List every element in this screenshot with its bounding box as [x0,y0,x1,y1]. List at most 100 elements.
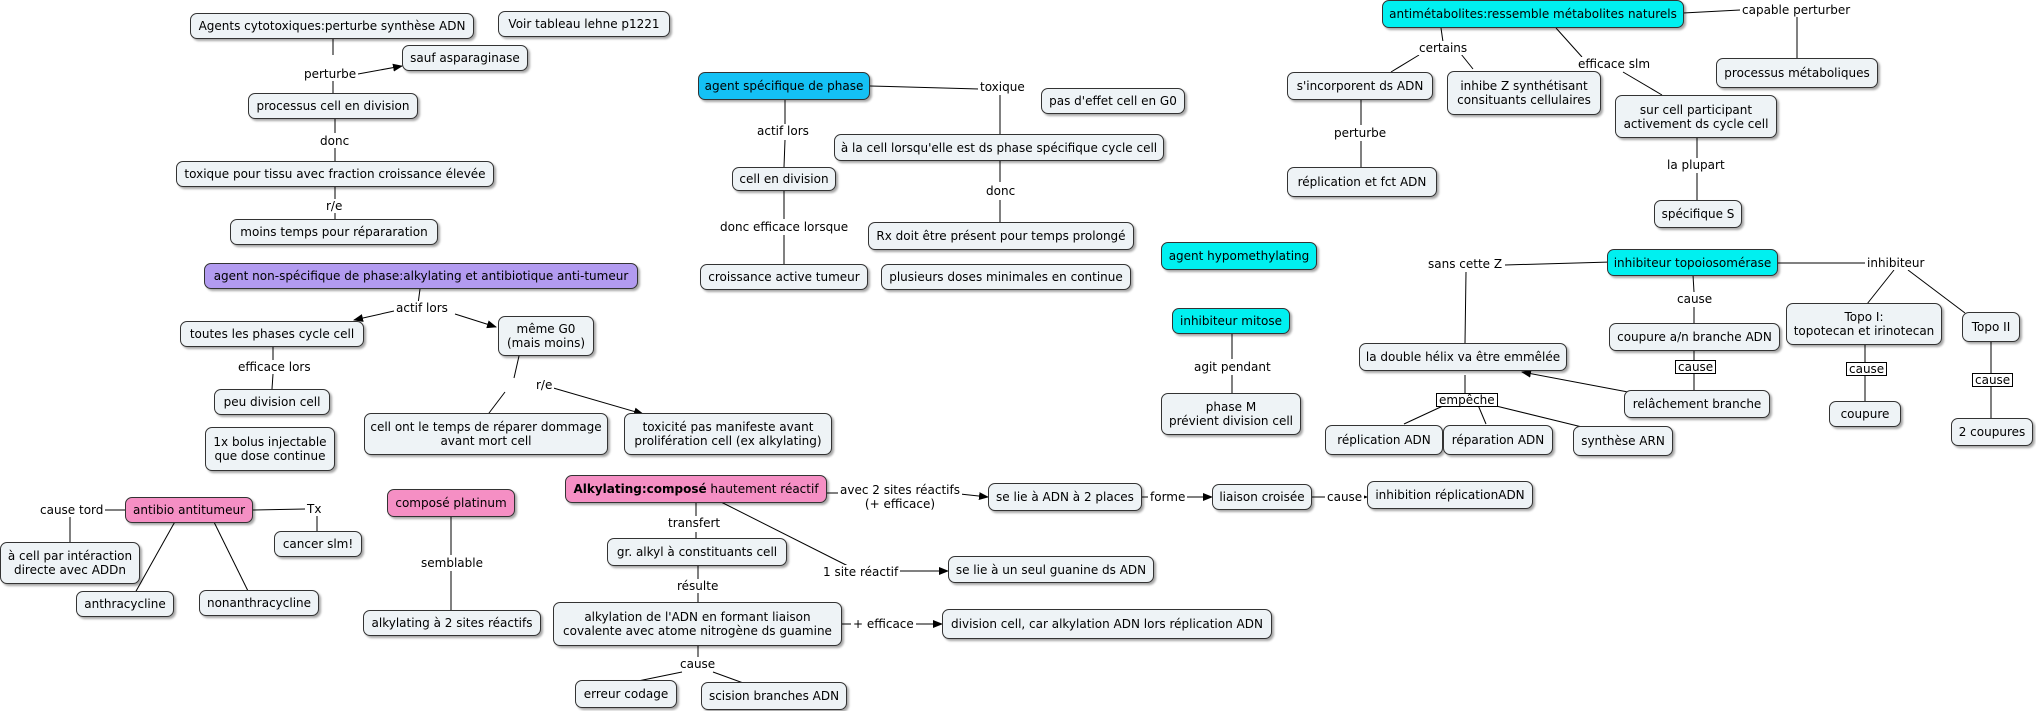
node-alkylating[interactable]: Alkylating:composé hautement réactif [565,475,827,503]
node-coupure[interactable]: coupure [1829,401,1901,427]
link-label-avec-2-sites: avec 2 sites réactifs (+ efficace) [838,483,962,511]
node-coupure-an[interactable]: coupure a/n branche ADN [1609,323,1780,351]
node-plusieurs-doses[interactable]: plusieurs doses minimales en continue [881,264,1131,290]
link-label-empeche: empêche [1436,393,1498,407]
node-antibio[interactable]: antibio antitumeur [125,497,253,523]
node-reparation-adn[interactable]: réparation ADN [1443,425,1553,455]
link-line [252,508,306,511]
node-toutes-phases[interactable]: toutes les phases cycle cell [180,321,364,347]
node-gr-alkyl[interactable]: gr. alkyl à constituants cell [607,538,787,566]
node-synthese-arn[interactable]: synthèse ARN [1573,426,1673,456]
node-peu-division[interactable]: peu division cell [214,389,330,415]
node-cancer-slm[interactable]: cancer slm! [274,531,362,557]
link-label-certains: certains [1417,41,1470,55]
node-antimetabolites[interactable]: antimétabolites:ressemble métabolites na… [1382,0,1684,28]
link-label-cause: cause [1675,292,1715,306]
node-topo-ii[interactable]: Topo II [1962,312,2020,342]
link-label-efficace-lors: efficace lors [236,360,313,374]
link-label-capable-perturber: capable perturber [1740,3,1853,17]
link-line [1521,369,1629,393]
link-label-agit-pendant: agit pendant [1192,360,1273,374]
node-moins-temps[interactable]: moins temps pour répararation [230,219,438,245]
node-sauf-asparaginase[interactable]: sauf asparaginase [402,45,528,71]
node-specifique-s[interactable]: spécifique S [1654,200,1742,228]
node-phase-m[interactable]: phase M prévient division cell [1161,393,1301,435]
node-agents-cytotoxiques[interactable]: Agents cytotoxiques:perturbe synthèse AD… [190,13,474,39]
node-agent-non-specifique[interactable]: agent non-spécifique de phase:alkylating… [204,263,638,289]
link-line [637,671,683,682]
node-agent-specifique[interactable]: agent spécifique de phase [698,72,870,100]
node-croissance-active[interactable]: croissance active tumeur [700,264,868,290]
node-inhibiteur-mitose[interactable]: inhibiteur mitose [1172,308,1290,334]
node-compose-platinum[interactable]: composé platinum [387,489,515,517]
node-agent-hypomethylating[interactable]: agent hypomethylating [1161,242,1317,270]
link-line [1504,261,1612,266]
link-label-efficace-slm: efficace slm [1576,57,1653,71]
node-alkylation-adn[interactable]: alkylation de l'ADN en formant liaison c… [553,602,842,646]
link-label-cause: cause [1675,360,1717,374]
node-inhibition-replication[interactable]: inhibition réplicationADN [1367,481,1533,509]
link-line [783,139,786,168]
link-line [1477,404,1487,425]
node-sur-cell-participant[interactable]: sur cell participant activement ds cycle… [1615,95,1777,138]
link-line [1403,404,1446,425]
link-line [959,492,989,501]
node-division-cell-alkylation[interactable]: division cell, car alkylation ADN lors r… [942,609,1272,639]
node-toxique-tissu[interactable]: toxique pour tissu avec fraction croissa… [176,161,494,187]
node-deux-coupures[interactable]: 2 coupures [1951,418,2033,446]
node-topo-i[interactable]: Topo I: topotecan et irinotecan [1786,303,1942,345]
node-voir-tableau[interactable]: Voir tableau lehne p1221 [498,11,670,37]
link-line [1682,9,1741,14]
link-line [485,391,506,418]
node-inhibe-z[interactable]: inhibe Z synthétisant consituants cellul… [1447,71,1601,115]
link-label-actif-lors: actif lors [394,301,450,315]
node-alkylating-2-sites[interactable]: alkylating à 2 sites réactifs [363,610,541,636]
node-anthracycline[interactable]: anthracycline [76,591,174,617]
node-pas-effet-g0[interactable]: pas d'effet cell en G0 [1041,88,1185,114]
link-line [1491,404,1583,428]
link-label-donc: donc [984,184,1018,198]
node-liaison-croisee[interactable]: liaison croisée [1212,484,1312,510]
link-line [513,355,520,379]
link-line [1907,269,1966,314]
node-nonanthracycline[interactable]: nonanthracycline [199,590,319,616]
node-se-lie-guanine[interactable]: se lie à un seul guanine ds ADN [948,556,1154,583]
node-erreur-codage[interactable]: erreur codage [575,680,677,708]
link-line [1866,269,1895,305]
node-scision[interactable]: scision branches ADN [701,682,847,710]
link-label-cause: cause [1846,362,1888,376]
node-rx-present[interactable]: Rx doit être présent pour temps prolongé [868,222,1134,250]
node-replication-fct[interactable]: réplication et fct ADN [1287,167,1437,197]
node-meme-g0[interactable]: même G0 (mais moins) [498,316,594,356]
link-label-forme: forme [1148,490,1188,504]
node-cell-en-division[interactable]: cell en division [732,167,836,191]
link-label-donc: donc [318,134,352,148]
node-cell-temps-reparer[interactable]: cell ont le temps de réparer dommage ava… [364,413,608,455]
node-s-incorporent[interactable]: s'incorporent ds ADN [1287,72,1433,100]
node-processus-metaboliques[interactable]: processus métaboliques [1716,58,1878,88]
node-a-cell-interaction[interactable]: à cell par intéraction directe avec ADDn [0,542,140,584]
link-label-re: r/e [534,378,555,392]
node-replication-adn[interactable]: réplication ADN [1325,425,1443,455]
node-processus-cell-division[interactable]: processus cell en division [248,93,418,119]
node-toxicite-pas[interactable]: toxicité pas manifeste avant proliférati… [624,413,832,455]
link-label-perturbe: perturbe [302,67,359,81]
link-label-cause: cause [1325,490,1365,504]
link-line [454,313,497,329]
link-label-actif-lors: actif lors [755,124,811,138]
link-line [134,517,178,594]
link-label-cause-tord: cause tord [38,503,106,517]
node-se-lie-2-places[interactable]: se lie à ADN à 2 places [988,483,1142,511]
node-a-la-cell[interactable]: à la cell lorsqu'elle est ds phase spéci… [834,134,1164,161]
link-line [1692,274,1695,293]
link-label-transfert: transfert [666,516,723,530]
node-inhibiteur-topo[interactable]: inhibiteur topoiosomérase [1607,249,1778,276]
link-label-1-site: 1 site réactif [821,565,901,579]
node-bolus[interactable]: 1x bolus injectable que dose continue [205,427,335,471]
link-label-donc-efficace: donc efficace lorsque [718,220,851,234]
node-double-helix[interactable]: la double hélix va être emmêlée [1359,343,1567,371]
link-label-re: r/e [324,199,345,213]
link-line [211,517,249,592]
node-relachement[interactable]: relâchement branche [1624,390,1770,418]
link-label-sans-cette-z: sans cette Z [1426,257,1505,271]
